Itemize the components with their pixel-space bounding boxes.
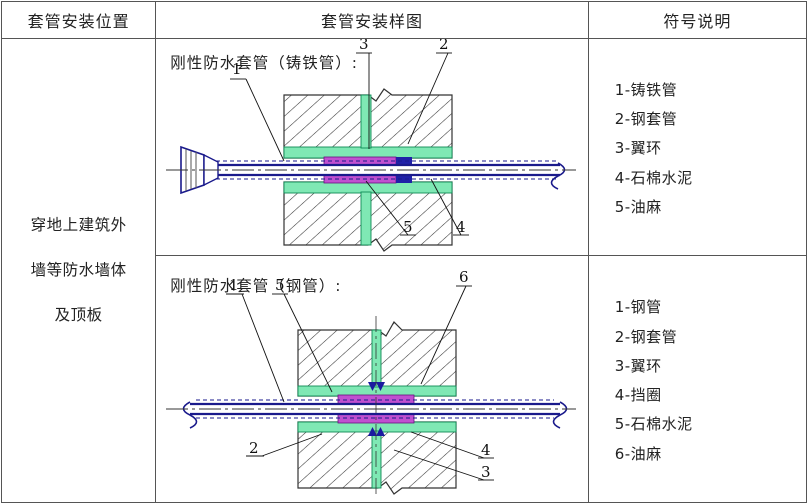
legend-item: 6-油麻 xyxy=(614,444,662,463)
diagram-cell-cast-iron: 刚性防水套管（铸铁管）: xyxy=(155,38,589,256)
legend-item: 2-钢套管 xyxy=(614,327,678,346)
header-row: 套管安装位置 套管安装样图 符号说明 xyxy=(0,1,808,39)
callout-1: 1 xyxy=(230,60,285,162)
legend-item: 1-铸铁管 xyxy=(614,80,678,99)
position-line-2: 墙等防水墙体 xyxy=(30,261,127,280)
svg-text:1: 1 xyxy=(229,276,239,294)
diagram-title-steel: 刚性防水套管（钢管）: xyxy=(170,277,342,295)
legend-item: 5-石棉水泥 xyxy=(614,415,693,434)
table-body: 穿地上建筑外 墙等防水墙体 及顶板 刚性防水套管（铸铁管）: xyxy=(0,38,808,503)
svg-text:6: 6 xyxy=(459,268,469,286)
weld-marks xyxy=(368,382,386,436)
callout-1: 1 xyxy=(226,276,285,403)
legend-item: 2-钢套管 xyxy=(614,110,678,129)
svg-text:5: 5 xyxy=(275,276,285,294)
callout-2: 2 xyxy=(407,39,453,145)
diagram-cell-steel: 刚性防水套管（钢管）: xyxy=(155,255,589,503)
table-row: 穿地上建筑外 墙等防水墙体 及顶板 刚性防水套管（铸铁管）: xyxy=(0,38,808,503)
legend-item: 4-挡圈 xyxy=(614,386,662,404)
header-position: 套管安装位置 xyxy=(0,1,157,39)
cast-iron-pipe xyxy=(180,145,566,195)
legend-item: 4-石棉水泥 xyxy=(614,168,693,187)
callout-5: 5 xyxy=(365,180,417,236)
legend-item: 3-翼环 xyxy=(614,356,662,375)
position-line-1: 穿地上建筑外 xyxy=(30,216,127,235)
callout-2: 2 xyxy=(246,433,323,457)
legend-cell-steel: 1-钢管 2-钢套管 3-翼环 4-挡圈 5-石棉水泥 6-油麻 xyxy=(587,255,808,503)
legend-item: 3-翼环 xyxy=(614,139,662,158)
diagram-cast-iron: 1 3 2 xyxy=(156,39,588,255)
legend-list-1: 1-铸铁管 2-钢套管 3-翼环 4-石棉水泥 5-油麻 xyxy=(589,62,806,232)
svg-text:3: 3 xyxy=(481,463,491,481)
svg-text:2: 2 xyxy=(249,439,259,457)
wing-ring xyxy=(371,329,382,489)
table-row: 刚性防水套管（钢管）: xyxy=(2,255,808,503)
svg-text:1: 1 xyxy=(232,60,242,78)
legend-list-2: 1-钢管 2-钢套管 3-翼环 4-挡圈 5-石棉水泥 6-油麻 xyxy=(589,279,806,479)
svg-text:2: 2 xyxy=(439,39,449,53)
callout-6: 6 xyxy=(420,268,473,385)
wing-ring xyxy=(360,94,372,246)
callout-4: 4 xyxy=(430,178,470,236)
legend-cell-cast-iron: 1-铸铁管 2-钢套管 3-翼环 4-石棉水泥 5-油麻 xyxy=(587,38,808,256)
callout-4: 4 xyxy=(411,431,495,459)
table-header: 套管安装位置 套管安装样图 符号说明 xyxy=(0,1,808,39)
cast-iron-sleeve-svg: 1 3 2 xyxy=(166,39,577,252)
steel-sleeve-svg: 1 5 6 xyxy=(166,268,577,498)
header-diagram: 套管安装样图 xyxy=(155,1,589,39)
legend-item: 5-油麻 xyxy=(614,197,662,216)
svg-text:3: 3 xyxy=(359,39,369,53)
legend-item: 1-钢管 xyxy=(614,298,662,317)
callout-3: 3 xyxy=(394,449,495,481)
svg-text:4: 4 xyxy=(481,441,491,459)
svg-text:5: 5 xyxy=(403,218,413,236)
callout-5: 5 xyxy=(272,276,333,393)
callout-3: 3 xyxy=(356,39,373,149)
diagram-steel: 1 5 6 xyxy=(156,256,588,502)
svg-text:4: 4 xyxy=(456,218,466,236)
header-legend: 符号说明 xyxy=(587,1,808,39)
diagram-title-cast-iron: 刚性防水套管（铸铁管）: xyxy=(170,54,358,72)
position-cell: 穿地上建筑外 墙等防水墙体 及顶板 xyxy=(0,38,157,503)
position-line-3: 及顶板 xyxy=(54,305,103,324)
